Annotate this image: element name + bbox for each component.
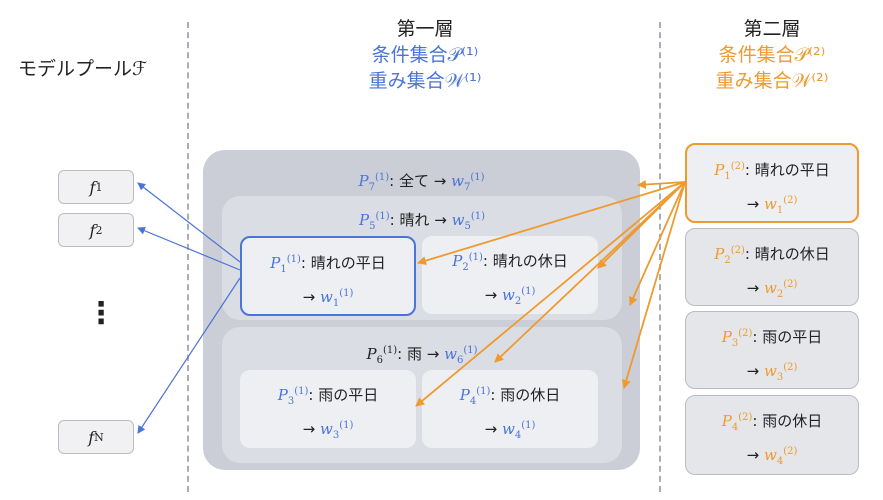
layer1-all-label: P7(1): 全て → w7(1) xyxy=(358,172,485,193)
arrow-to-rain xyxy=(494,181,686,363)
model-index: 2 xyxy=(95,223,103,237)
layer2-node-2: P2(2): 晴れの休日 → w2(2) xyxy=(685,228,859,306)
layer2-condition-set: 条件集合𝒫⁽²⁾ xyxy=(718,44,826,66)
arrow-to-rain2 xyxy=(621,181,686,389)
layer2-weight-set: 重み集合𝒲⁽²⁾ xyxy=(715,70,829,92)
model-symbol: f xyxy=(89,220,96,240)
layer1-rain-label: P6(1): 雨 → w6(1) xyxy=(366,345,478,366)
layer1-leaf-rain-weekday: P3(1): 雨の平日 → w3(1) xyxy=(240,370,416,448)
layer1-leaf-sunny-holiday: P2(1): 晴れの休日 → w2(1) xyxy=(422,236,598,314)
layer2-header: 第二層 条件集合𝒫⁽²⁾ 重み集合𝒲⁽²⁾ xyxy=(672,16,872,94)
model-symbol: f xyxy=(89,177,96,197)
arrow-to-f2 xyxy=(137,226,241,271)
layer2-node-3: P3(2): 雨の平日 → w3(2) xyxy=(685,311,859,389)
model-symbol: f xyxy=(88,427,95,447)
arrow-to-f1 xyxy=(137,182,241,263)
layer1-leaf-sunny-weekday: P1(1): 晴れの平日 → w1(1) xyxy=(240,236,416,316)
arrow-to-all xyxy=(637,179,686,189)
model-index: N xyxy=(94,430,104,444)
layer1-title: 第一層 xyxy=(396,18,454,40)
layer2-node-1: P1(2): 晴れの平日 → w1(2) xyxy=(685,143,859,223)
arrow-to-leaf3 xyxy=(415,181,686,407)
arrow-to-sunny2 xyxy=(629,181,686,306)
model-pool-header: モデルプールℱ xyxy=(18,58,147,80)
layer2-node-4: P4(2): 雨の休日 → w4(2) xyxy=(685,395,859,475)
arrow-to-fN xyxy=(137,277,241,434)
arrow-to-leaf1 xyxy=(417,181,686,265)
layer1-sunny-label: P5(1): 晴れ → w5(1) xyxy=(358,211,485,232)
layer1-weight-set: 重み集合𝒲⁽¹⁾ xyxy=(368,70,482,92)
layer1-header: 第一層 条件集合𝒫⁽¹⁾ 重み集合𝒲⁽¹⁾ xyxy=(330,16,520,94)
model-index: 1 xyxy=(95,180,103,194)
layer1-condition-set: 条件集合𝒫⁽¹⁾ xyxy=(371,44,479,66)
separator-left xyxy=(187,22,189,492)
separator-right xyxy=(659,22,661,492)
layer2-title: 第二層 xyxy=(743,18,801,40)
layer1-leaf-rain-holiday: P4(1): 雨の休日 → w4(1) xyxy=(422,370,598,448)
